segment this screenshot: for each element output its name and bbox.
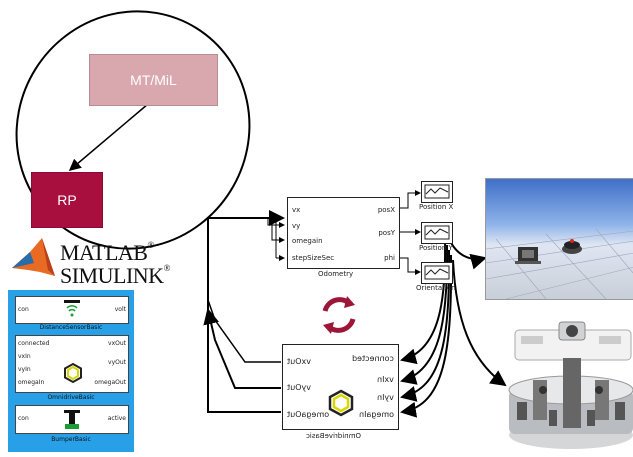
simulation-scene (485, 228, 633, 300)
odo-in-vy: vy (292, 222, 301, 230)
port-vyout: vyOut (108, 359, 126, 366)
mt-mil-node: MT/MiL (89, 54, 218, 106)
omnidrive-block-mirrored[interactable]: connected vxIn vyIn omegaIn vxOut vyOut … (282, 344, 399, 430)
omni-out-omegaout-text: omegaOut (287, 410, 330, 419)
omni-in-connected-text: connected (352, 354, 394, 363)
bumper-caption: BumperBasic (51, 436, 91, 443)
bus-to-connected (400, 239, 447, 365)
odometry-caption: Odometry (318, 270, 354, 278)
arrow-mt-to-rp (68, 103, 149, 171)
library-panel: con volt DistanceSensorBasic connected v… (8, 290, 134, 452)
simulink-word: SIMULINK (60, 263, 164, 288)
omnidrive-hexagon-icon (64, 362, 82, 384)
port-active: active (107, 415, 126, 422)
omnidrive-mirrored-caption-text: OmnidriveBasic (306, 432, 361, 440)
port-volt: volt (114, 306, 126, 313)
omni-in-vxin-text: vxIn (377, 375, 394, 384)
omni-out-vyout-text: vyOut (287, 383, 311, 392)
cycle-arrows-icon (322, 296, 356, 334)
odo-in-stepsize: stepSizeSec (292, 254, 335, 262)
odo-out-phi: phi (384, 254, 395, 262)
port-connected: connected (18, 340, 50, 347)
omni-in-vyin: vyIn (377, 393, 394, 402)
rp-node: RP (31, 172, 103, 228)
port-bumper-con: con (18, 415, 29, 422)
simulation-3d-view (485, 178, 633, 300)
odo-out-posx: posX (377, 206, 395, 214)
scope-y-icon (424, 225, 450, 240)
port-vxout: vxOut (108, 340, 126, 347)
omnidrive-library-caption: OmnidriveBasic (47, 394, 95, 401)
scope-phi-icon (424, 265, 450, 280)
scope-x-icon (424, 184, 450, 199)
distance-sensor-caption: DistanceSensorBasic (39, 324, 103, 331)
omnidrive-mirrored-hexagon-icon (328, 389, 354, 417)
bumper-icon (64, 410, 80, 429)
distance-sensor-icon (64, 300, 80, 317)
scope-y-label: Position Y (419, 244, 453, 252)
scope-orientation[interactable] (421, 262, 453, 284)
odo-in-vx: vx (292, 206, 301, 214)
simulink-wordmark: SIMULINK® (60, 263, 170, 289)
odo-input-omega (271, 218, 285, 243)
scope-x-label: Position X (419, 203, 454, 211)
omnidrive-mirrored-caption: OmnidriveBasic (306, 432, 361, 440)
matlab-wordmark: MATLAB® (60, 240, 154, 266)
odometry-block[interactable]: vx vy omegain stepSizeSec posX posY phi (287, 197, 400, 269)
omni-vx-feedback (207, 299, 281, 363)
robotino-robot-image (503, 320, 633, 452)
odo-in-omegain: omegain (292, 237, 323, 245)
omni-out-vxout: vxOut (287, 357, 311, 366)
omni-in-connected: connected (352, 354, 394, 363)
simulink-mark: ® (163, 263, 171, 273)
distance-sensor-block[interactable]: con volt (15, 296, 129, 324)
bumper-block[interactable]: con active (15, 405, 129, 434)
arrow-to-sim (447, 235, 487, 270)
omni-in-omegain-text: omegaIn (358, 410, 394, 419)
omni-out-omegaout: omegaOut (287, 410, 329, 419)
omni-out-vxout-text: vxOut (287, 357, 311, 366)
scope-position-y[interactable] (421, 222, 453, 244)
port-con: con (18, 306, 29, 313)
port-omegaout: omegaOut (94, 379, 126, 386)
matlab-mark: ® (147, 240, 154, 250)
omni-in-vxin: vxIn (377, 375, 394, 384)
port-vyin: vyIn (18, 366, 31, 373)
scope-position-x[interactable] (421, 181, 453, 203)
matlab-logo-icon (12, 238, 55, 276)
odo-out-posy: posY (378, 229, 395, 237)
bus-to-omegain (400, 254, 453, 418)
omni-vy-feedback (203, 308, 281, 389)
omnidrive-library-block[interactable]: connected vxIn vyIn omegaIn vxOut vyOut … (15, 335, 129, 393)
odo-input-vy (267, 218, 285, 228)
omni-out-vyout: vyOut (287, 383, 311, 392)
posx-to-scope (398, 190, 421, 209)
omni-in-omegain: omegaIn (359, 410, 394, 419)
omni-in-vyin-text: vyIn (377, 393, 394, 402)
scope-ellipse (15, 10, 251, 250)
port-vxin: vxIn (18, 353, 31, 360)
matlab-word: MATLAB (60, 240, 148, 265)
robot-illustration (508, 321, 633, 449)
scope-phi-label: Orientation (416, 284, 456, 292)
feedback-loop (207, 210, 285, 413)
port-omegain: omegaIn (18, 379, 45, 386)
arrow-to-robot (452, 259, 507, 387)
phi-to-scope (398, 257, 421, 275)
